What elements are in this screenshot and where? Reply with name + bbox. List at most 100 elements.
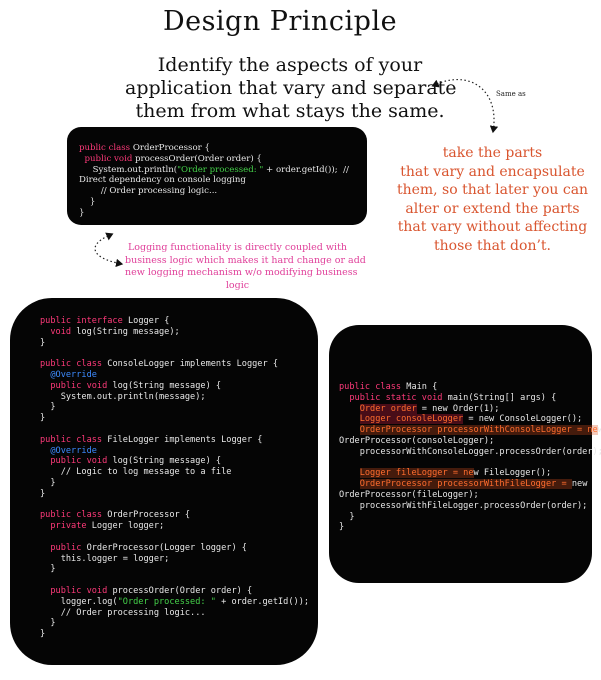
code-token: main(String[] args) {: [442, 392, 557, 403]
code-token: this.logger = logger;: [40, 553, 170, 564]
code-token: + order.getId());: [215, 596, 310, 607]
code-line: }: [339, 522, 601, 533]
code-token: void: [40, 326, 72, 337]
encapsulate-line: that vary and encapsulate: [400, 163, 585, 180]
code-token: public class: [40, 510, 103, 521]
code-token: [339, 404, 360, 414]
code-token: }: [40, 402, 56, 413]
code-token: }: [40, 618, 56, 629]
coupling-note-line: new logging mechanism w/o modifying busi…: [125, 267, 358, 278]
encapsulate-line: those that don’t.: [434, 237, 551, 254]
code-line: OrderProcessor(consoleLogger);: [339, 436, 601, 447]
code-line: // Logic to log message to a file: [40, 467, 309, 478]
code-line: }: [339, 512, 601, 523]
code-token: @Override: [40, 369, 97, 380]
code-token: Logger logger;: [86, 521, 165, 532]
code-line: processorWithConsoleLogger.processOrder(…: [339, 447, 601, 458]
code-line: public class Main {: [339, 382, 601, 393]
code-token: }: [339, 522, 345, 533]
code-token: public: [40, 542, 82, 553]
design-principle-statement: Identify the aspects of your application…: [125, 54, 457, 123]
code-line: logger.log("Order processed: " + order.g…: [40, 597, 309, 608]
code-line: }: [40, 338, 309, 349]
code-line: System.out.println(message);: [40, 392, 309, 403]
encapsulate-line: them, so that later you can: [396, 182, 589, 198]
code-token: processorWithConsoleLogger.processOrder(…: [339, 446, 601, 457]
code-line: [40, 575, 309, 586]
code-token: logger.log(: [40, 596, 118, 607]
same-as-label: Same as: [496, 90, 526, 98]
code-line: }: [40, 618, 309, 629]
code-token: }: [339, 511, 355, 522]
code-line: this.logger = logger;: [40, 554, 309, 565]
code-line: Logger fileLogger = new FileLogger();: [339, 468, 601, 479]
code-token: OrderProcessor(consoleLogger);: [339, 435, 495, 446]
code-token: }: [79, 196, 96, 207]
code-line: public void log(String message) {: [40, 381, 309, 392]
code-main: public class Main { public static void m…: [339, 382, 601, 533]
code-line: [40, 500, 309, 511]
code-block-before: public class OrderProcessor { public voi…: [67, 127, 367, 225]
code-token: }: [40, 337, 46, 348]
code-block-refactored: public interface Logger { void log(Strin…: [10, 298, 318, 665]
code-token: new: [571, 479, 588, 490]
code-line: System.out.println("Order processed: " +…: [79, 165, 349, 176]
code-token: [339, 468, 360, 478]
code-line: // Order processing logic...: [79, 186, 349, 197]
code-token: OrderProcessor processorWithFileLogger =: [359, 479, 572, 490]
code-line: Order order = new Order(1);: [339, 403, 601, 415]
code-block-main: public class Main { public static void m…: [329, 325, 601, 583]
code-token: // Order processing logic...: [40, 607, 206, 618]
coupling-note-line: Logging functionality is directly couple…: [127, 242, 348, 253]
code-line: [40, 532, 309, 543]
code-line: OrderProcessor(fileLogger);: [339, 490, 601, 501]
code-token: public class: [40, 434, 103, 445]
code-token: public void: [40, 380, 108, 391]
code-token: w FileLogger();: [473, 468, 552, 479]
code-token: Order order: [359, 403, 417, 414]
code-token: OrderProcessor processorWithConsoleLogge…: [359, 425, 598, 436]
principle-line: application that vary and separate: [125, 77, 457, 99]
code-token: OrderProcessor(Logger logger) {: [81, 542, 247, 553]
code-token: Logger fileLogger = ne: [359, 468, 474, 479]
code-token: OrderProcessor(fileLogger);: [339, 489, 479, 500]
code-line: }: [40, 413, 309, 424]
code-line: Direct dependency on console logging: [79, 175, 349, 186]
code-line: }: [40, 402, 309, 413]
code-token: Logger consoleLogger: [359, 414, 464, 425]
code-token: FileLogger implements Logger {: [102, 434, 263, 445]
code-token: OrderProcessor {: [102, 510, 191, 521]
code-token: log(String message);: [71, 326, 180, 337]
code-token: + order.getId()); //: [263, 164, 349, 175]
code-line: }: [79, 208, 349, 219]
code-line: }: [40, 629, 309, 640]
code-token: public void: [40, 456, 108, 467]
code-line: public static void main(String[] args) {: [339, 393, 601, 404]
encapsulate-line: alter or extend the parts: [405, 200, 580, 217]
coupling-note-line: logic: [225, 279, 250, 291]
code-token: // Order processing logic...: [79, 186, 218, 197]
code-token: System.out.println(message);: [40, 391, 206, 402]
principle-line: them from what stays the same.: [135, 100, 445, 122]
code-token: OrderProcessor {: [130, 143, 210, 153]
code-token: [339, 425, 360, 435]
coupling-note-line: business logic which makes it hard chang…: [125, 254, 366, 266]
code-token: log(String message) {: [107, 456, 222, 467]
code-token: public class: [79, 143, 131, 153]
code-token: ConsoleLogger implements Logger {: [102, 359, 279, 370]
code-token: }: [40, 488, 46, 499]
code-token: Direct dependency on console logging: [79, 175, 246, 186]
code-token: [339, 479, 360, 489]
principle-line: Identify the aspects of your: [157, 54, 423, 76]
code-line: public void log(String message) {: [40, 456, 309, 467]
code-line: private Logger logger;: [40, 521, 309, 532]
code-line: public class OrderProcessor {: [79, 143, 349, 154]
code-token: @Override: [40, 445, 97, 456]
code-token: = new Order(1);: [416, 403, 500, 414]
code-line: }: [79, 197, 349, 208]
encapsulate-line: that vary without affecting: [397, 219, 588, 235]
code-line: public class FileLogger implements Logge…: [40, 435, 309, 446]
code-token: w: [597, 425, 601, 436]
code-line: [40, 424, 309, 435]
